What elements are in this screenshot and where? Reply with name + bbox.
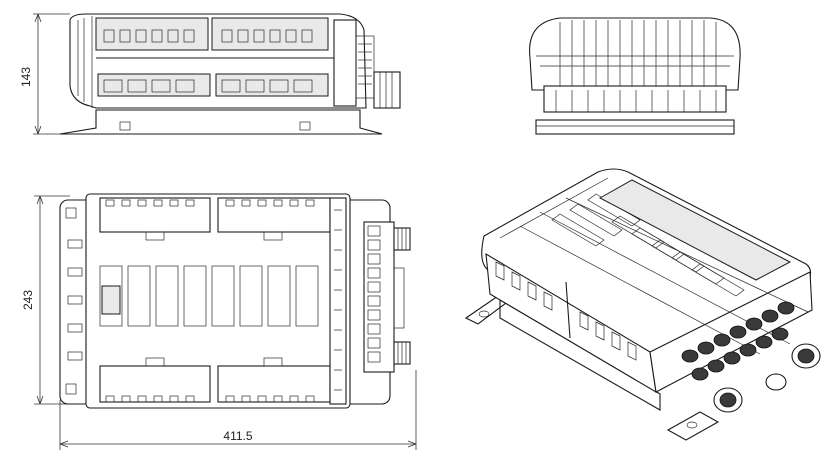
isometric-view <box>464 168 821 441</box>
top-view: 243 411.5 <box>21 193 417 450</box>
cable-port-array <box>681 301 795 381</box>
top-height-label: 243 <box>21 290 35 310</box>
side-height-label: 143 <box>19 67 33 87</box>
gland-icon <box>713 343 821 413</box>
end-view <box>529 17 741 135</box>
side-view: 143 <box>19 13 401 135</box>
top-length-label: 411.5 <box>223 429 252 443</box>
cable-gland-icon <box>393 227 411 365</box>
